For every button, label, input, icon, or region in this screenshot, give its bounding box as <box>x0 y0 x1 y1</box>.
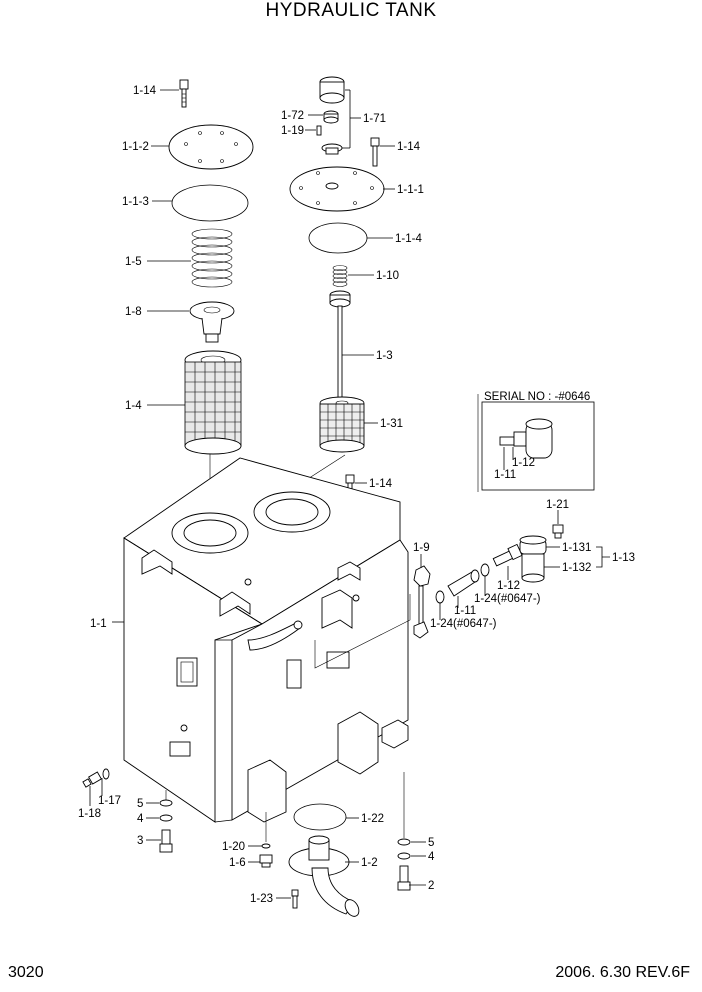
o-ring-1-17 <box>102 768 110 780</box>
callout-1-12-serial: 1-12 <box>512 457 535 469</box>
callout-1-131: 1-131 <box>562 542 591 554</box>
o-ring-1-1-4 <box>308 222 368 254</box>
bolt-1-14-center <box>370 137 380 167</box>
cover-plate-1-1-2 <box>168 124 254 170</box>
callout-5-right: 5 <box>428 837 434 849</box>
spring-1-5 <box>191 228 233 288</box>
o-ring-1-24-b <box>435 590 445 604</box>
callout-2-right: 2 <box>428 880 434 892</box>
callout-1-4: 1-4 <box>125 400 142 412</box>
callout-1-1-3: 1-1-3 <box>122 196 149 208</box>
suction-pipe-1-2 <box>288 835 360 917</box>
callout-1-10: 1-10 <box>376 270 399 282</box>
serial-variant-box <box>477 394 595 492</box>
callout-1-12: 1-12 <box>497 580 520 592</box>
washer-4-left <box>159 814 173 822</box>
pipe-1-11 <box>447 569 480 597</box>
line-filter-1-13 <box>519 535 547 583</box>
tank-body-1-1 <box>123 457 409 823</box>
callout-5-left: 5 <box>137 798 143 810</box>
callout-1-24-upper: 1-24(#0647-) <box>474 593 541 605</box>
washer-5-right <box>397 838 411 846</box>
callout-1-19: 1-19 <box>281 125 304 137</box>
strainer-element-1-4 <box>184 350 242 455</box>
callout-1-9: 1-9 <box>413 542 430 554</box>
callout-1-20: 1-20 <box>222 841 245 853</box>
page-title: HYDRAULIC TANK <box>265 0 437 21</box>
page-number: 3020 <box>8 964 44 981</box>
hose-assembly-1-9 <box>413 565 431 639</box>
fitting-1-12 <box>492 543 523 567</box>
bolt-1-23 <box>291 889 299 909</box>
o-ring-1-1-3 <box>171 184 249 222</box>
callout-1-14-tank: 1-14 <box>369 478 393 490</box>
callout-1-71: 1-71 <box>363 113 386 125</box>
o-ring-1-20 <box>261 843 271 849</box>
cover-plate-1-1-1 <box>289 166 385 212</box>
revision-date: 2006. 6.30 REV.6F <box>555 964 690 981</box>
callout-1-14-left: 1-14 <box>133 85 157 97</box>
callout-1-18: 1-18 <box>78 808 101 820</box>
callout-1-132: 1-132 <box>562 562 591 574</box>
spring-1-10 <box>332 265 348 287</box>
callout-1-11: 1-11 <box>454 605 476 617</box>
callout-1-21: 1-21 <box>546 499 569 511</box>
serial-no-label: SERIAL NO : -#0646 <box>484 391 590 403</box>
callout-1-31: 1-31 <box>380 418 403 430</box>
callout-1-6: 1-6 <box>229 857 246 869</box>
washer-5-left <box>159 799 173 807</box>
nut-1-72 <box>323 110 339 124</box>
callout-4-right: 4 <box>428 851 435 863</box>
breather-cap-1-71 <box>319 76 345 104</box>
callout-1-17: 1-17 <box>98 795 121 807</box>
suction-strainer-1-31 <box>319 396 365 453</box>
sensor-1-18 <box>82 771 102 788</box>
bolt-2-right <box>397 865 411 891</box>
callout-1-24-lower: 1-24(#0647-) <box>430 618 497 630</box>
o-ring-1-24-a <box>480 563 490 577</box>
valve-1-8 <box>189 301 235 343</box>
callout-1-2: 1-2 <box>361 857 378 869</box>
callout-1-23: 1-23 <box>250 893 273 905</box>
callout-3-left: 3 <box>137 835 143 847</box>
screw-1-19 <box>316 125 322 136</box>
callout-1-1: 1-1 <box>90 618 107 630</box>
callout-1-3: 1-3 <box>376 350 393 362</box>
callout-1-1-2: 1-1-2 <box>122 141 149 153</box>
plug-1-21 <box>552 524 564 539</box>
washer-4-right <box>397 852 411 860</box>
callout-1-14-center: 1-14 <box>397 141 421 153</box>
callout-1-8: 1-8 <box>125 306 142 318</box>
rod-1-3 <box>329 290 351 407</box>
callout-4-left: 4 <box>137 813 144 825</box>
callout-1-1-4: 1-1-4 <box>395 233 422 245</box>
bolt-1-14-left <box>179 79 189 108</box>
breather-base <box>321 143 343 155</box>
callout-1-72: 1-72 <box>281 110 304 122</box>
callout-1-13: 1-13 <box>612 552 635 564</box>
bolt-3-left <box>159 829 173 853</box>
callout-1-22: 1-22 <box>361 813 384 825</box>
callout-1-11-serial: 1-11 <box>494 469 516 481</box>
callout-1-5: 1-5 <box>125 256 142 268</box>
plug-1-6 <box>259 854 273 868</box>
o-ring-1-22 <box>293 803 347 831</box>
callout-1-1-1: 1-1-1 <box>397 184 424 196</box>
